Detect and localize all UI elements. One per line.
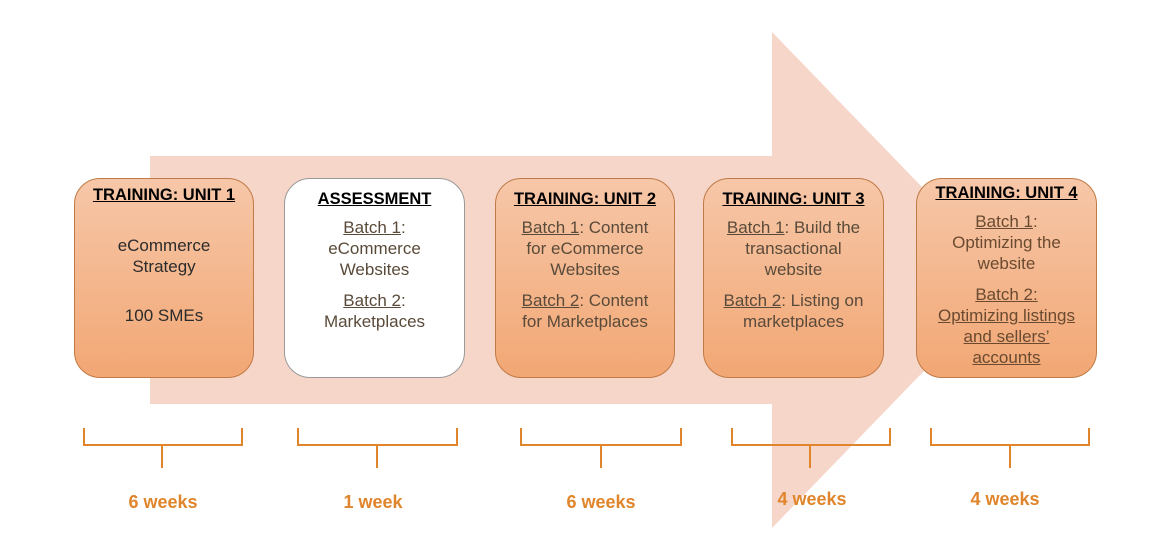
stage-title: TRAINING: UNIT 2: [513, 190, 657, 208]
batch-text-line: Websites: [550, 260, 620, 279]
batch-label: Batch 1: [726, 218, 785, 237]
bracket-3: [520, 428, 682, 468]
batch-text: :: [400, 218, 406, 237]
batch-text-line: Websites: [339, 260, 410, 279]
batch-text-line: website: [764, 260, 823, 279]
stage-training-unit-2: TRAINING: UNIT 2 Batch 1: Content for eC…: [495, 178, 675, 378]
batch-label: Batch 2:: [975, 285, 1038, 304]
batch-text-line: Marketplaces: [323, 312, 426, 331]
bracket-5: [930, 428, 1090, 468]
batch-label: Batch 2: [343, 291, 401, 310]
batch-1: Batch 1: Build the transactional website: [704, 217, 883, 280]
stage-title: TRAINING: UNIT 1: [92, 186, 236, 204]
batch-text: : Listing on: [781, 291, 864, 310]
duration-label-5: 4 weeks: [970, 489, 1040, 509]
batch-text-line: and sellers’: [963, 327, 1050, 346]
batch-text: :: [400, 291, 406, 310]
bracket-4: [731, 428, 891, 468]
batch-text-line: Optimizing listings: [938, 306, 1075, 325]
duration-label-2: 1 week: [343, 492, 403, 512]
batch-label: Batch 2: [521, 291, 580, 310]
batch-label: Batch 1: [521, 218, 580, 237]
batch-2: Batch 2: Optimizing listings and sellers…: [917, 284, 1096, 368]
batch-text-line: eCommerce: [328, 239, 421, 258]
batch-1: Batch 1: Content for eCommerce Websites: [496, 217, 674, 280]
batch-text-line: transactional: [745, 239, 842, 258]
batch-text-line: for Marketplaces: [522, 312, 648, 331]
stage-text-line: eCommerce: [117, 236, 211, 255]
bracket-1: [83, 428, 243, 468]
stage-title: TRAINING: UNIT 3: [722, 190, 865, 208]
batch-label: Batch 1: [975, 212, 1033, 231]
bracket-2: [297, 428, 458, 468]
batch-2: Batch 2: Content for Marketplaces: [496, 290, 674, 332]
batch-text: : Content: [579, 218, 649, 237]
stage-training-unit-3: TRAINING: UNIT 3 Batch 1: Build the tran…: [703, 178, 884, 378]
batch-text-line: marketplaces: [742, 312, 845, 331]
batch-text-line: for eCommerce: [526, 239, 644, 258]
batch-label: Batch 2: [723, 291, 782, 310]
stage-training-unit-1: TRAINING: UNIT 1 eCommerce Strategy 100 …: [74, 178, 254, 378]
batch-text: :: [1032, 212, 1038, 231]
batch-label: Batch 1: [343, 218, 401, 237]
sme-count: 100 SMEs: [124, 306, 204, 325]
batch-1: Batch 1: eCommerce Websites: [285, 217, 464, 280]
batch-text: : Build the: [784, 218, 861, 237]
batch-text-line: website: [977, 254, 1036, 273]
stage-title: ASSESSMENT: [317, 190, 432, 208]
stage-text-line: Strategy: [132, 257, 196, 276]
batch-2: Batch 2: Listing on marketplaces: [704, 290, 883, 332]
batch-1: Batch 1: Optimizing the website: [917, 211, 1096, 274]
duration-label-4: 4 weeks: [777, 489, 847, 509]
batch-text-line: Optimizing the: [952, 233, 1061, 252]
stage-training-unit-4: TRAINING: UNIT 4 Batch 1: Optimizing the…: [916, 178, 1097, 378]
batch-2: Batch 2: Marketplaces: [285, 290, 464, 332]
batch-text-line: accounts: [972, 348, 1041, 367]
duration-label-1: 6 weeks: [128, 492, 198, 512]
stage-title: TRAINING: UNIT 4: [935, 184, 1078, 202]
batch-text: : Content: [579, 291, 649, 310]
stage-assessment: ASSESSMENT Batch 1: eCommerce Websites B…: [284, 178, 465, 378]
duration-label-3: 6 weeks: [566, 492, 636, 512]
